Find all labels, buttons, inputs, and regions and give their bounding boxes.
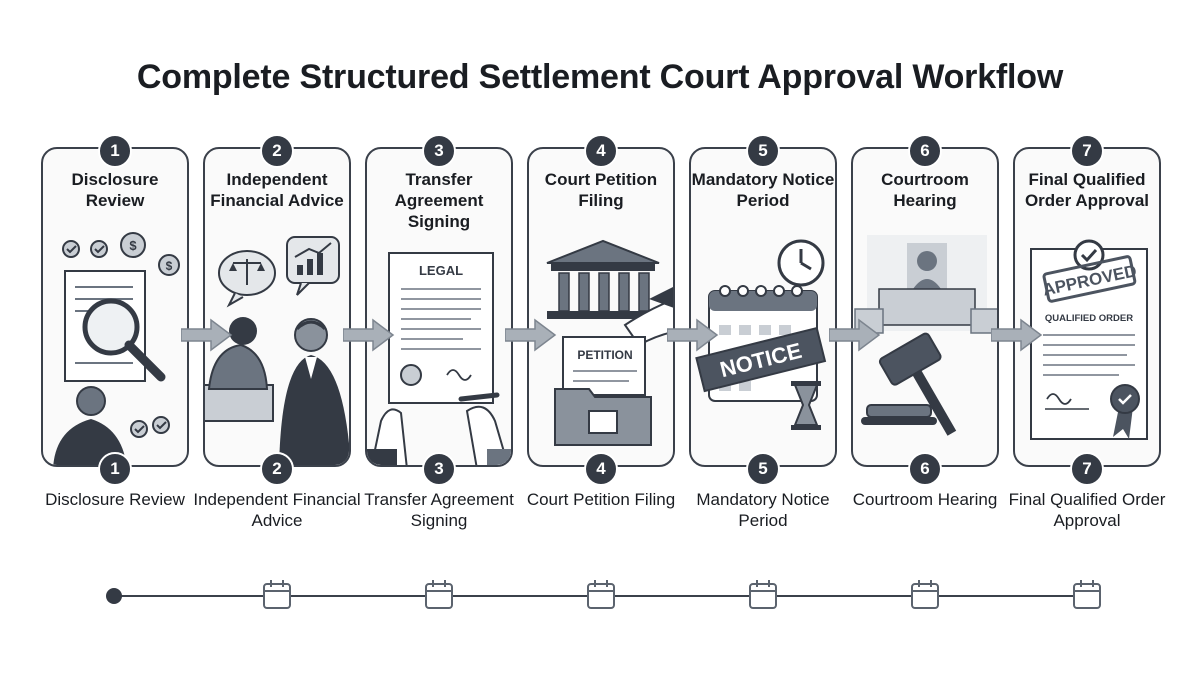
legal-label: LEGAL	[419, 263, 463, 278]
flow-arrow-icon	[667, 318, 719, 352]
flow-arrow-icon	[829, 318, 881, 352]
calendar-icon	[1073, 580, 1101, 609]
flow-arrow-icon	[181, 318, 233, 352]
step-number-badge-top: 5	[746, 134, 780, 168]
svg-text:$: $	[129, 238, 137, 253]
approved-order-icon: APPROVED QUALIFIED ORDER	[1030, 239, 1148, 440]
petition-label: PETITION	[577, 348, 632, 362]
page-title: Complete Structured Settlement Court App…	[136, 58, 1064, 96]
step-card-4: PETITION Court Petition Filing	[527, 147, 675, 467]
qualified-order-label: QUALIFIED ORDER	[1045, 313, 1133, 324]
calendar-icon	[587, 580, 615, 609]
step-card-3: LEGAL Transfer Agreement Signing	[365, 147, 513, 467]
gavel-courtroom-icon	[854, 235, 997, 436]
calendar-icon	[263, 580, 291, 609]
step-bottom-label: Final Qualified Order Approval	[1008, 490, 1166, 530]
signing-document-icon: LEGAL	[367, 252, 511, 465]
step-bottom-label: Courtroom Hearing	[852, 490, 998, 509]
step-title: Independent Financial Advice	[210, 170, 344, 210]
step-number-badge-bottom: 7	[1070, 452, 1104, 486]
step-bottom-label: Mandatory Notice Period	[696, 490, 830, 530]
magnifier-document-icon: $ $	[53, 232, 180, 465]
calendar-clock-icon: NOTICE	[695, 239, 827, 430]
step-title: Transfer Agreement Signing	[394, 170, 484, 231]
flow-arrow-icon	[991, 318, 1043, 352]
step-number-badge-bottom: 3	[422, 452, 456, 486]
svg-text:$: $	[166, 259, 173, 273]
step-title: Mandatory Notice Period	[691, 170, 835, 210]
step-number-badge-top: 2	[260, 134, 294, 168]
step-card-7: APPROVED QUALIFIED ORDER Final Qualified…	[1013, 147, 1161, 467]
step-card-6: Courtroom Hearing	[851, 147, 999, 467]
advisor-meeting-icon	[205, 236, 349, 465]
step-card-2: Independent Financial Advice	[203, 147, 351, 467]
timeline-start-dot	[106, 588, 122, 604]
calendar-icon	[749, 580, 777, 609]
step-number-badge-top: 4	[584, 134, 618, 168]
calendar-icon	[911, 580, 939, 609]
step-card-1: $ $ Disclosure Review	[41, 147, 189, 467]
step-number-badge-bottom: 6	[908, 452, 942, 486]
step-number-badge-bottom: 2	[260, 452, 294, 486]
flow-arrow-icon	[343, 318, 395, 352]
step-number-badge-bottom: 5	[746, 452, 780, 486]
step-number-badge-top: 1	[98, 134, 132, 168]
step-title: Court Petition Filing	[544, 170, 658, 210]
courthouse-folder-icon: PETITION	[546, 239, 673, 446]
step-bottom-label: Disclosure Review	[45, 490, 185, 509]
step-title: Disclosure Review	[71, 170, 159, 210]
step-card-5: NOTICE Mandatory Notice Period	[689, 147, 837, 467]
step-bottom-label: Independent Financial Advice	[193, 490, 361, 530]
step-title: Courtroom Hearing	[881, 170, 969, 210]
calendar-icon	[425, 580, 453, 609]
step-number-badge-top: 3	[422, 134, 456, 168]
step-title: Final Qualified Order Approval	[1024, 170, 1150, 210]
step-number-badge-top: 6	[908, 134, 942, 168]
step-number-badge-top: 7	[1070, 134, 1104, 168]
step-number-badge-bottom: 1	[98, 452, 132, 486]
step-bottom-label: Transfer Agreement Signing	[364, 490, 514, 530]
step-bottom-label: Court Petition Filing	[526, 490, 676, 509]
step-number-badge-bottom: 4	[584, 452, 618, 486]
flow-arrow-icon	[505, 318, 557, 352]
